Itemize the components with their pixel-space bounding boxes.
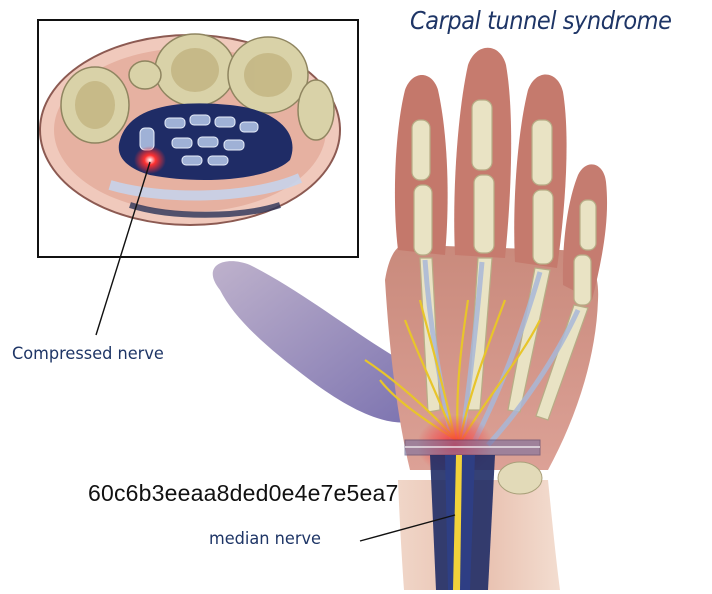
diagram-title: Carpal tunnel syndrome (410, 6, 672, 35)
cross-section-inset (38, 20, 358, 257)
compressed-nerve-label: Compressed nerve (12, 344, 164, 364)
ulna-head (498, 462, 542, 494)
overlay-id-text: 60c6b3eeaa8ded0e4e7e5ea7 (88, 480, 399, 507)
median-nerve-label: median nerve (209, 529, 321, 549)
compressed-nerve-spot (134, 146, 166, 174)
